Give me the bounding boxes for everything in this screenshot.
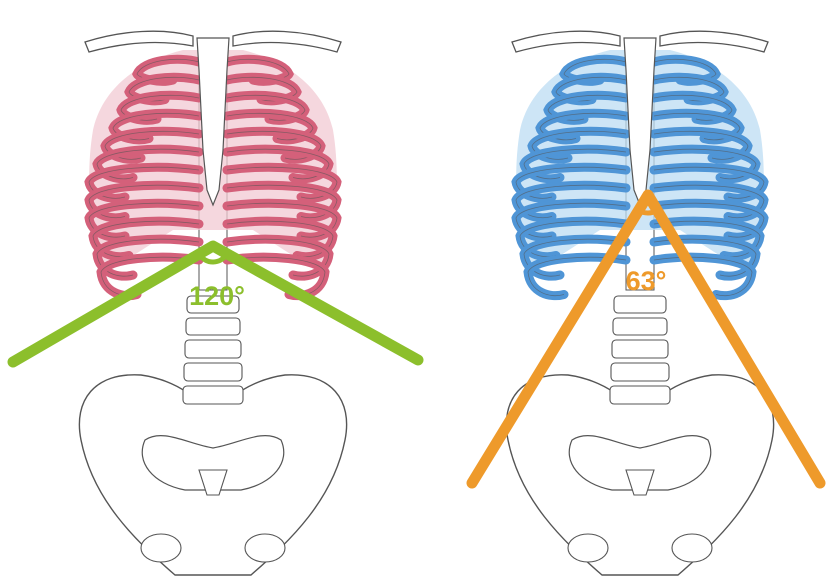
right-rib-cage: 63° [472, 31, 820, 575]
angle-label: 120° [189, 281, 245, 311]
angle-label: 63° [626, 266, 667, 296]
left-rib-cage: 120° [13, 31, 418, 575]
angle-arc [639, 210, 658, 213]
